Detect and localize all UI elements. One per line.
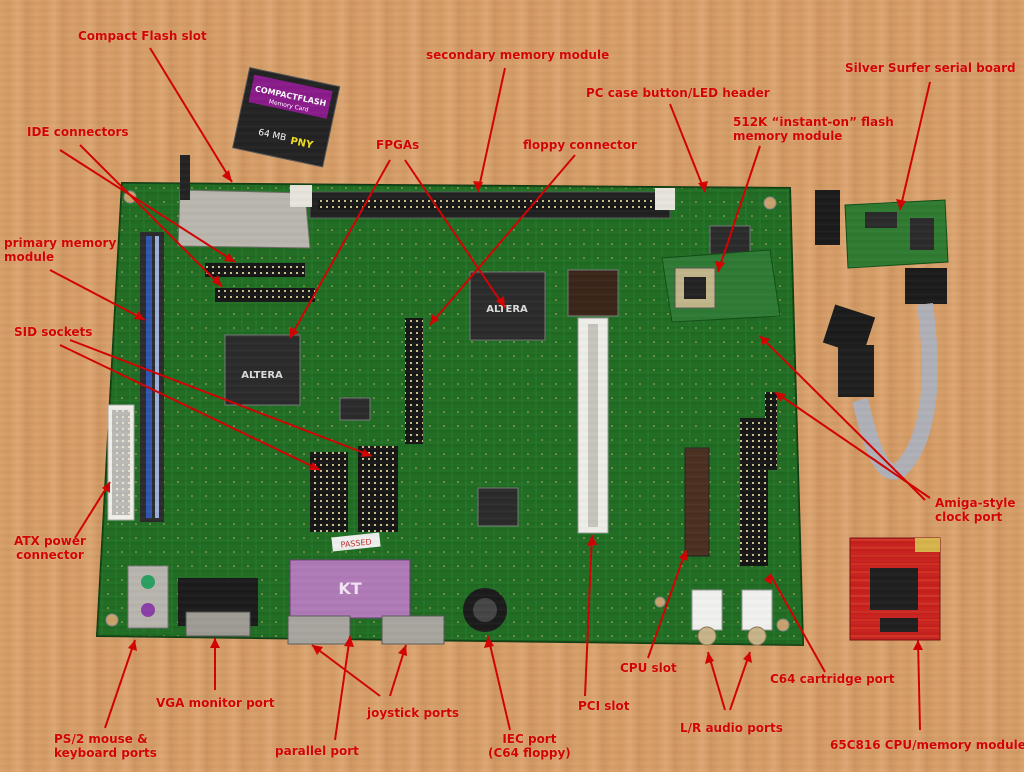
label-pc-case-header: PC case button/LED header xyxy=(586,86,770,100)
flash-module-graphic xyxy=(661,249,781,323)
label-instant-on-flash-line1: 512K “instant-on” flash xyxy=(733,115,894,129)
label-joystick-ports: joystick ports xyxy=(367,706,460,720)
floppy-connector-graphic xyxy=(405,318,423,444)
atx-connector-graphic xyxy=(107,404,135,521)
svg-text:64 MB: 64 MB xyxy=(257,128,287,144)
svg-text:PASSED: PASSED xyxy=(340,537,372,549)
label-fpgas: FPGAs xyxy=(376,138,420,152)
cpu-module-graphic xyxy=(849,537,941,641)
label-floppy-connector: floppy connector xyxy=(523,138,637,152)
primary-memory-graphic xyxy=(140,232,164,522)
label-sid-sockets: SID sockets xyxy=(14,325,93,339)
ide-connector-graphics xyxy=(205,263,315,302)
compact-flash-card: COMPACTFLASH Memory Card 64 MB PNY xyxy=(232,66,341,168)
back-panel-graphics: KT PASSED xyxy=(127,532,773,646)
label-amiga-clock-line2: clock port xyxy=(935,510,1003,524)
silver-surfer-graphic xyxy=(815,190,949,480)
svg-text:PNY: PNY xyxy=(289,136,314,152)
secondary-memory-slot-graphic xyxy=(290,185,675,219)
clock-port-graphic xyxy=(765,392,777,470)
label-silver-surfer: Silver Surfer serial board xyxy=(845,61,1016,75)
svg-text:KT: KT xyxy=(338,579,361,598)
arrow-heads xyxy=(102,170,923,664)
svg-text:Memory Card: Memory Card xyxy=(268,98,309,113)
label-atx-power: ATX power connector xyxy=(14,534,86,562)
label-atx-power-line2: connector xyxy=(16,548,84,562)
label-ps2-line2: keyboard ports xyxy=(54,746,157,760)
label-primary-memory-line2: module xyxy=(4,250,55,264)
label-compact-flash-slot: Compact Flash slot xyxy=(78,29,207,43)
svg-text:ALTERA: ALTERA xyxy=(486,304,528,315)
label-c64-cartridge-port: C64 cartridge port xyxy=(770,672,895,686)
label-amiga-clock-port: Amiga-style clock port xyxy=(935,496,1016,524)
label-pci-slot: PCI slot xyxy=(578,699,630,713)
label-vga-monitor-port: VGA monitor port xyxy=(156,696,275,710)
label-lr-audio-ports: L/R audio ports xyxy=(680,721,783,735)
compact-flash-slot-graphic xyxy=(177,155,311,249)
label-secondary-memory-module: secondary memory module xyxy=(426,48,610,62)
svg-text:COMPACTFLASH: COMPACTFLASH xyxy=(254,84,327,108)
label-primary-memory: primary memory module xyxy=(4,236,116,264)
fpga-chips: ALTERA ALTERA xyxy=(224,225,751,527)
sid-sockets-graphic xyxy=(310,446,398,532)
cpu-slot-graphic xyxy=(684,447,710,557)
cartridge-port-graphic xyxy=(740,418,768,566)
label-amiga-clock-line1: Amiga-style xyxy=(935,496,1016,510)
label-ps2-ports: PS/2 mouse & keyboard ports xyxy=(54,732,157,760)
label-parallel-port: parallel port xyxy=(275,744,359,758)
svg-text:ALTERA: ALTERA xyxy=(241,370,283,381)
label-cpu-memory-module: 65C816 CPU/memory module xyxy=(830,738,1024,752)
label-instant-on-flash-line2: memory module xyxy=(733,129,843,143)
label-atx-power-line1: ATX power xyxy=(14,534,86,548)
label-iec-port: IEC port (C64 floppy) xyxy=(488,732,571,760)
label-ide-connectors: IDE connectors xyxy=(27,125,129,139)
label-iec-line1: IEC port xyxy=(502,732,557,746)
annotation-arrows xyxy=(49,47,931,741)
label-cpu-slot: CPU slot xyxy=(620,661,677,675)
label-primary-memory-line1: primary memory xyxy=(4,236,117,250)
label-iec-line2: (C64 floppy) xyxy=(488,746,571,760)
label-instant-on-flash: 512K “instant-on” flash memory module xyxy=(733,115,894,143)
label-ps2-line1: PS/2 mouse & xyxy=(54,732,148,746)
motherboard xyxy=(95,181,805,647)
pci-slot-graphic xyxy=(577,317,609,534)
